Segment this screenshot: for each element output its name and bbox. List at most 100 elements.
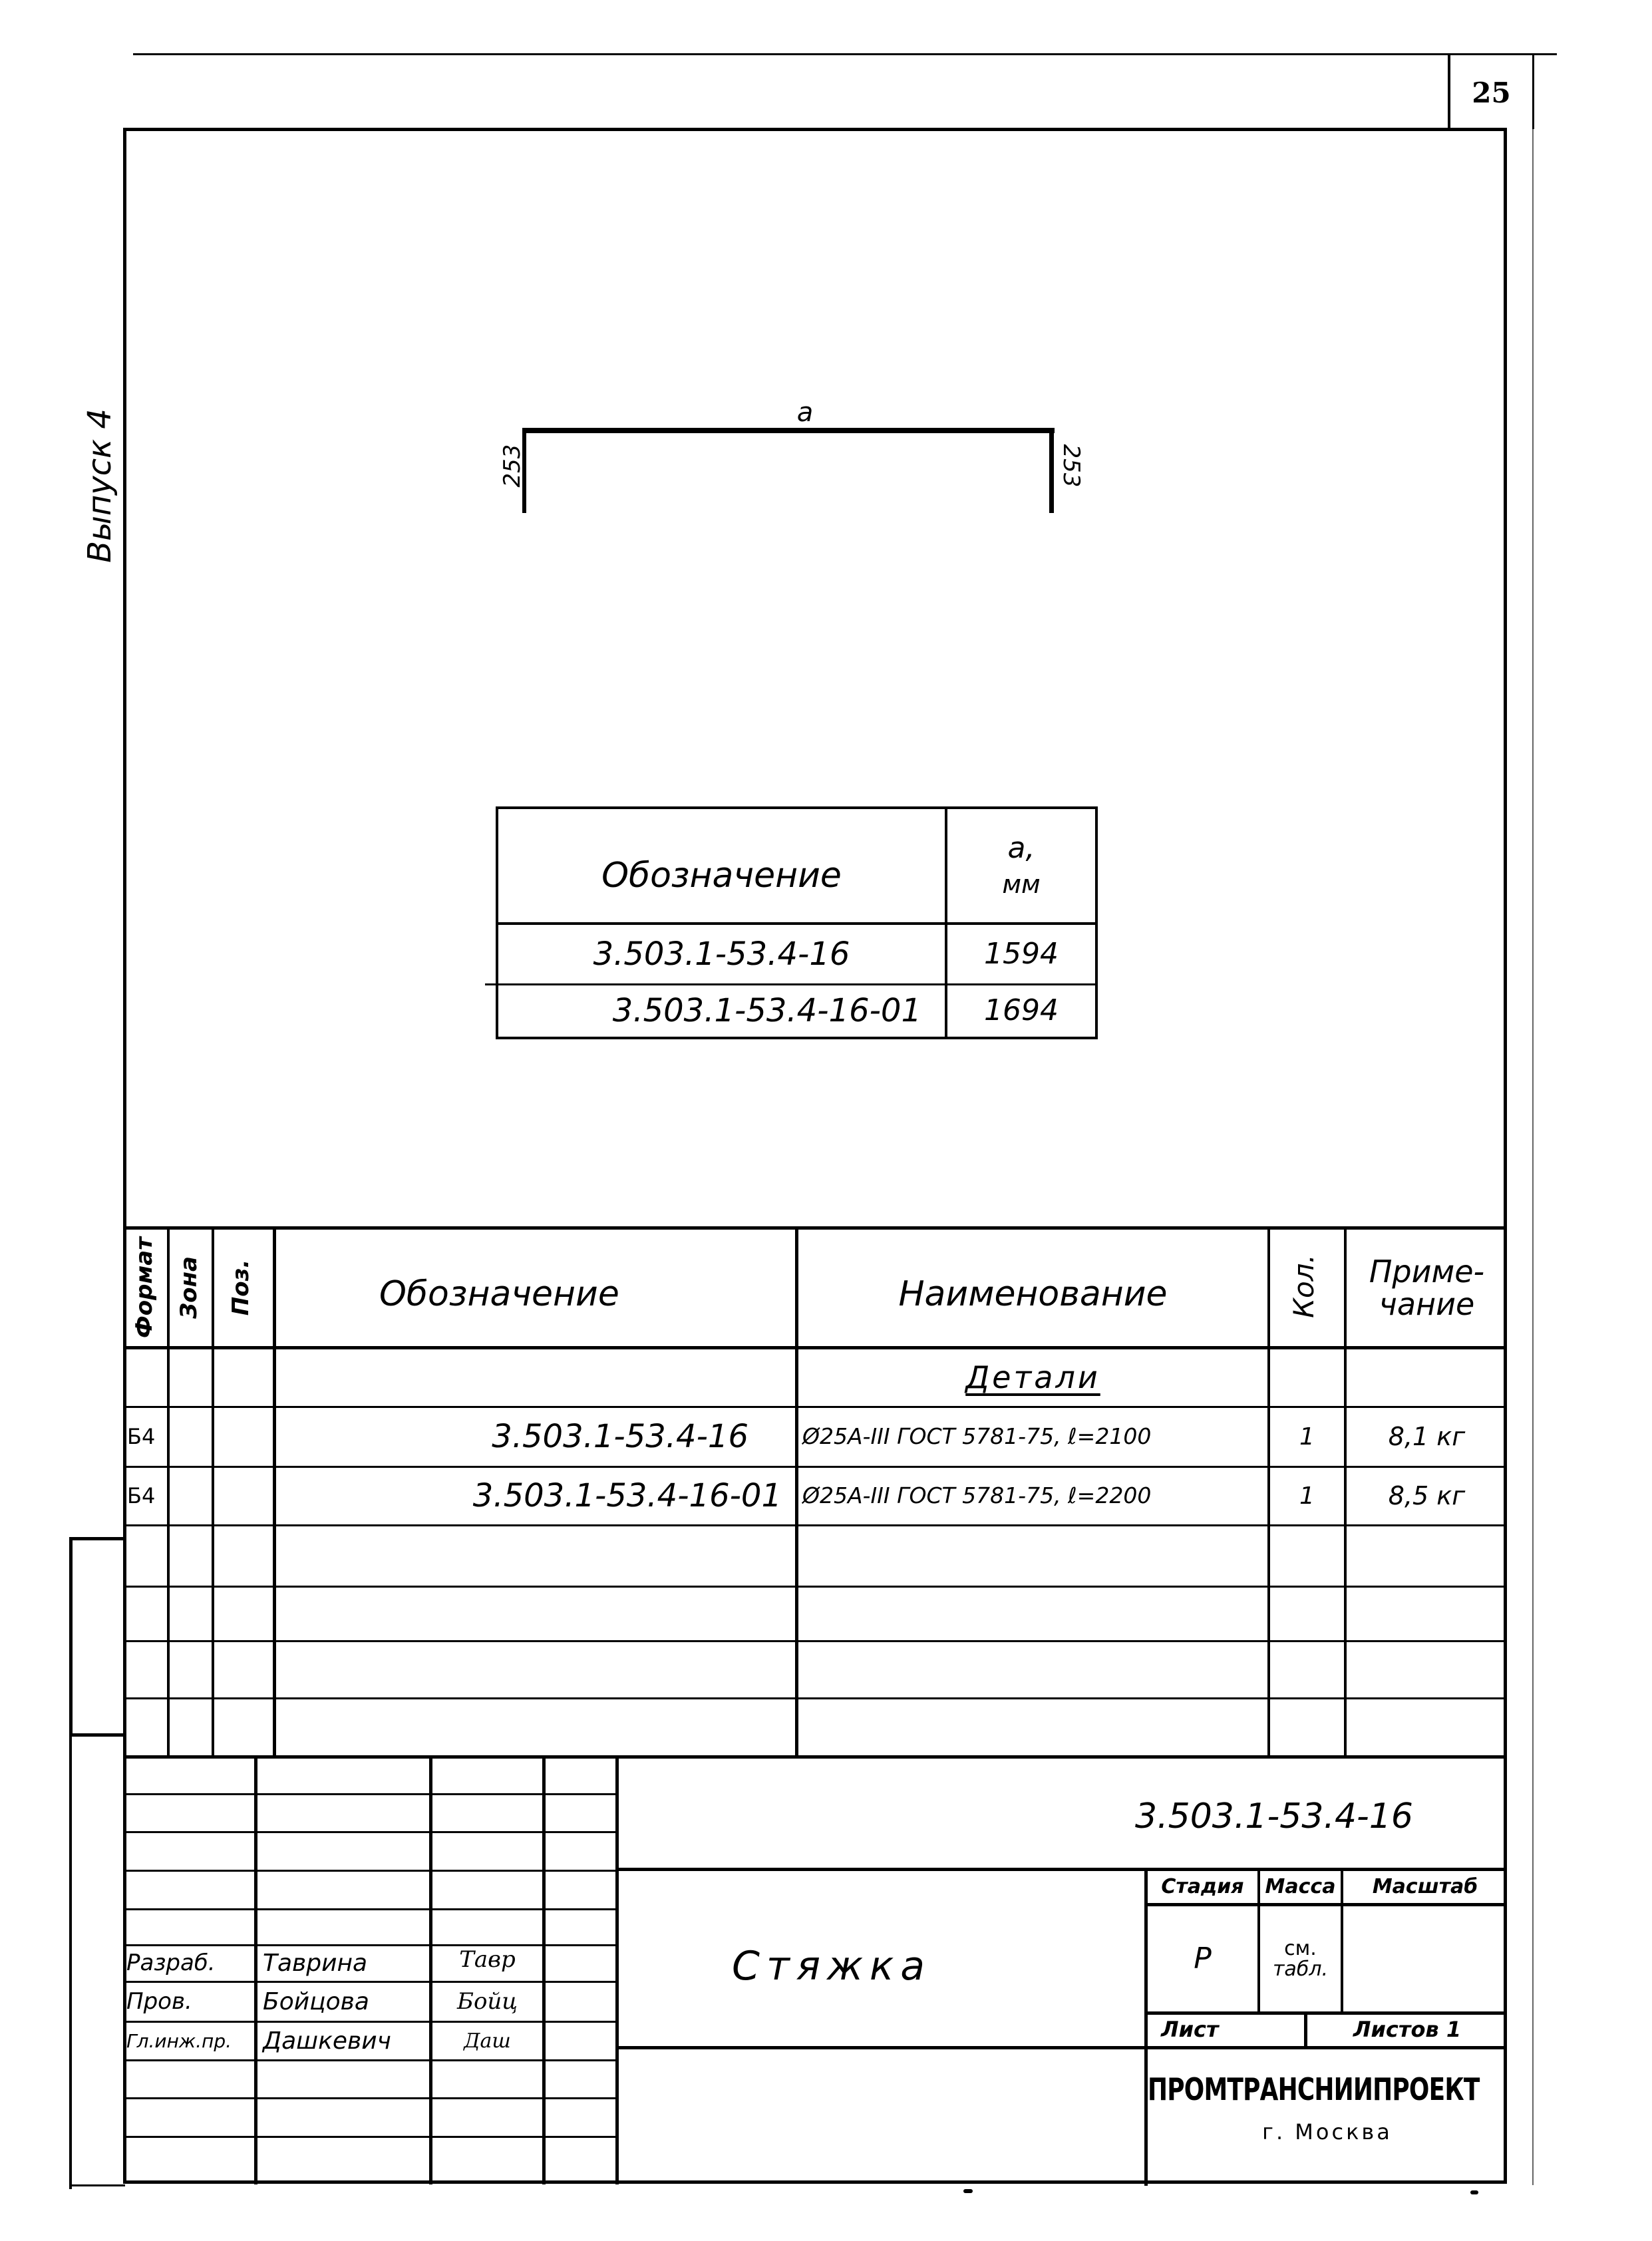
dimension-a-label: a bbox=[796, 397, 814, 428]
tb-row-3 bbox=[123, 1870, 615, 1872]
page-number-box-right bbox=[1532, 55, 1534, 129]
spec-header-zone: Зона bbox=[176, 1256, 203, 1319]
bar-right-leg bbox=[1049, 428, 1054, 513]
variants-header-a-unit: мм bbox=[1002, 870, 1041, 900]
tb-info-sheet-bottom-line bbox=[619, 2046, 1507, 2049]
tb-info-mass-line bbox=[1257, 1870, 1260, 2013]
tb-row-8 bbox=[123, 2059, 615, 2061]
signature-role-chief-engineer: Гл.инж.пр. bbox=[126, 2029, 232, 2052]
mass-value-line1: см. bbox=[1284, 1936, 1317, 1960]
spec-header-note-line1: Приме- bbox=[1369, 1254, 1485, 1290]
spec-row-line-5 bbox=[123, 1640, 1507, 1642]
tb-col-3 bbox=[542, 1759, 546, 2184]
tb-info-scale-line bbox=[1341, 1870, 1343, 2013]
label-stage: Стадия bbox=[1161, 1875, 1244, 1899]
signature-role-checker: Пров. bbox=[126, 1987, 192, 2015]
spec-row-line-4 bbox=[123, 1586, 1507, 1588]
spec-col-line-qty bbox=[1344, 1226, 1347, 1757]
scale-value bbox=[1343, 1906, 1507, 2011]
spec-header-note-line2: чание bbox=[1379, 1286, 1475, 1322]
tb-row-4 bbox=[123, 1908, 615, 1910]
spec-col-line-designation bbox=[795, 1226, 798, 1757]
page-number: 25 bbox=[1472, 77, 1511, 109]
spec-section-title: Детали bbox=[965, 1359, 1100, 1396]
tb-row-6 bbox=[123, 1981, 615, 1983]
tb-col-4 bbox=[615, 1759, 619, 2184]
variants-row-divider bbox=[485, 983, 1095, 985]
label-sheet: Лист bbox=[1161, 2017, 1219, 2043]
variants-row-1-a: 1594 bbox=[984, 936, 1059, 971]
mass-value: см. табл. bbox=[1260, 1906, 1341, 2011]
variants-header-a: a, мм bbox=[947, 809, 1095, 922]
series-label: Выпуск 4 bbox=[81, 409, 118, 563]
tb-row-7 bbox=[123, 2021, 615, 2023]
spec-row-1-format: Б4 bbox=[127, 1423, 156, 1449]
tb-row-5 bbox=[123, 1944, 615, 1946]
label-scale: Масштаб bbox=[1372, 1875, 1478, 1899]
mass-value-line2: табл. bbox=[1272, 1958, 1329, 1981]
spec-table: Формат Зона Поз. Обозначение Наименовани… bbox=[123, 1226, 1507, 1759]
signature-name-chief-engineer: Дашкевич bbox=[263, 2027, 391, 2055]
spec-col-line-name bbox=[1267, 1226, 1270, 1757]
binding-stub-box bbox=[69, 1537, 125, 1737]
spec-header-name: Наименование bbox=[898, 1274, 1168, 1315]
spec-header-line bbox=[123, 1346, 1507, 1349]
variants-table: Обозначение a, мм 3.503.1-53.4-16 1594 3… bbox=[485, 806, 1098, 1039]
spec-row-line-3 bbox=[123, 1524, 1507, 1526]
document-code: 3.503.1-53.4-16 bbox=[1135, 1796, 1413, 1836]
spec-row-1-name: Ø25А-III ГОСТ 5781-75, ℓ=2100 bbox=[802, 1423, 1152, 1450]
spec-row-line-1 bbox=[123, 1406, 1507, 1408]
spec-bottom-line bbox=[123, 1755, 1507, 1759]
tb-row-9 bbox=[123, 2097, 615, 2099]
tb-info-sheet-top-line bbox=[1144, 2011, 1507, 2015]
title-block: Разраб. Таврина Тавр Пров. Бойцова Бойц … bbox=[123, 1757, 1507, 2186]
spec-row-line-6 bbox=[123, 1697, 1507, 1699]
tb-info-header-line bbox=[1144, 1903, 1507, 1906]
spec-header-pos: Поз. bbox=[228, 1259, 255, 1316]
spec-top-line bbox=[123, 1226, 1507, 1230]
spec-row-line-2 bbox=[123, 1466, 1507, 1468]
signature-developer: Тавр bbox=[459, 1946, 516, 1974]
tb-col-2 bbox=[429, 1759, 432, 2184]
spec-row-2-designation: 3.503.1-53.4-16-01 bbox=[472, 1477, 782, 1515]
spec-col-line-format bbox=[167, 1226, 170, 1757]
scan-speck bbox=[963, 2189, 973, 2193]
tb-col-1 bbox=[254, 1759, 257, 2184]
spec-header-format: Формат bbox=[131, 1237, 158, 1338]
spec-col-line-pos bbox=[273, 1226, 276, 1757]
signature-name-developer: Таврина bbox=[263, 1950, 368, 1978]
spec-row-1-designation: 3.503.1-53.4-16 bbox=[492, 1418, 748, 1456]
frame-outer-right-margin bbox=[1532, 129, 1534, 2185]
binding-stub-line bbox=[69, 1737, 72, 2189]
dimension-left-label: 253 bbox=[499, 444, 526, 488]
main-frame bbox=[123, 128, 1507, 2184]
scan-speck bbox=[1470, 2190, 1478, 2194]
stage-value: Р bbox=[1194, 1941, 1212, 1976]
signature-checker: Бойц bbox=[456, 1987, 518, 2015]
bar-left-leg bbox=[522, 428, 526, 513]
page-number-box-left bbox=[1448, 55, 1450, 129]
signature-role-developer: Разраб. bbox=[126, 1950, 216, 1977]
tb-code-bottom-line bbox=[619, 1868, 1507, 1871]
top-border-line bbox=[133, 53, 1557, 55]
bar-top-segment bbox=[522, 428, 1055, 433]
tb-sheet-divider bbox=[1304, 2013, 1307, 2047]
binding-bottom-line bbox=[69, 2184, 125, 2186]
spec-row-2-format: Б4 bbox=[127, 1482, 156, 1508]
variants-row-2-designation: 3.503.1-53.4-16-01 bbox=[612, 992, 921, 1030]
tb-row-10 bbox=[123, 2136, 615, 2138]
dimension-right-label: 253 bbox=[1058, 444, 1084, 488]
signature-chief-engineer: Даш bbox=[464, 2029, 511, 2053]
label-mass: Масса bbox=[1265, 1875, 1336, 1899]
spec-row-2-note: 8,5 кг bbox=[1388, 1480, 1466, 1510]
spec-row-2-name: Ø25А-III ГОСТ 5781-75, ℓ=2200 bbox=[802, 1482, 1152, 1509]
variants-row-2-a: 1694 bbox=[984, 993, 1059, 1028]
label-sheets: Листов 1 bbox=[1353, 2017, 1462, 2043]
organization-city: г. Москва bbox=[1262, 2119, 1393, 2145]
tb-info-left-line bbox=[1144, 1870, 1148, 2186]
spec-header-note: Приме- чание bbox=[1347, 1230, 1507, 1346]
spec-row-1-qty: 1 bbox=[1299, 1423, 1315, 1451]
signature-name-checker: Бойцова bbox=[263, 1987, 369, 2015]
spec-header-qty: Кол. bbox=[1287, 1254, 1320, 1318]
variants-row-1-designation: 3.503.1-53.4-16 bbox=[593, 935, 850, 973]
